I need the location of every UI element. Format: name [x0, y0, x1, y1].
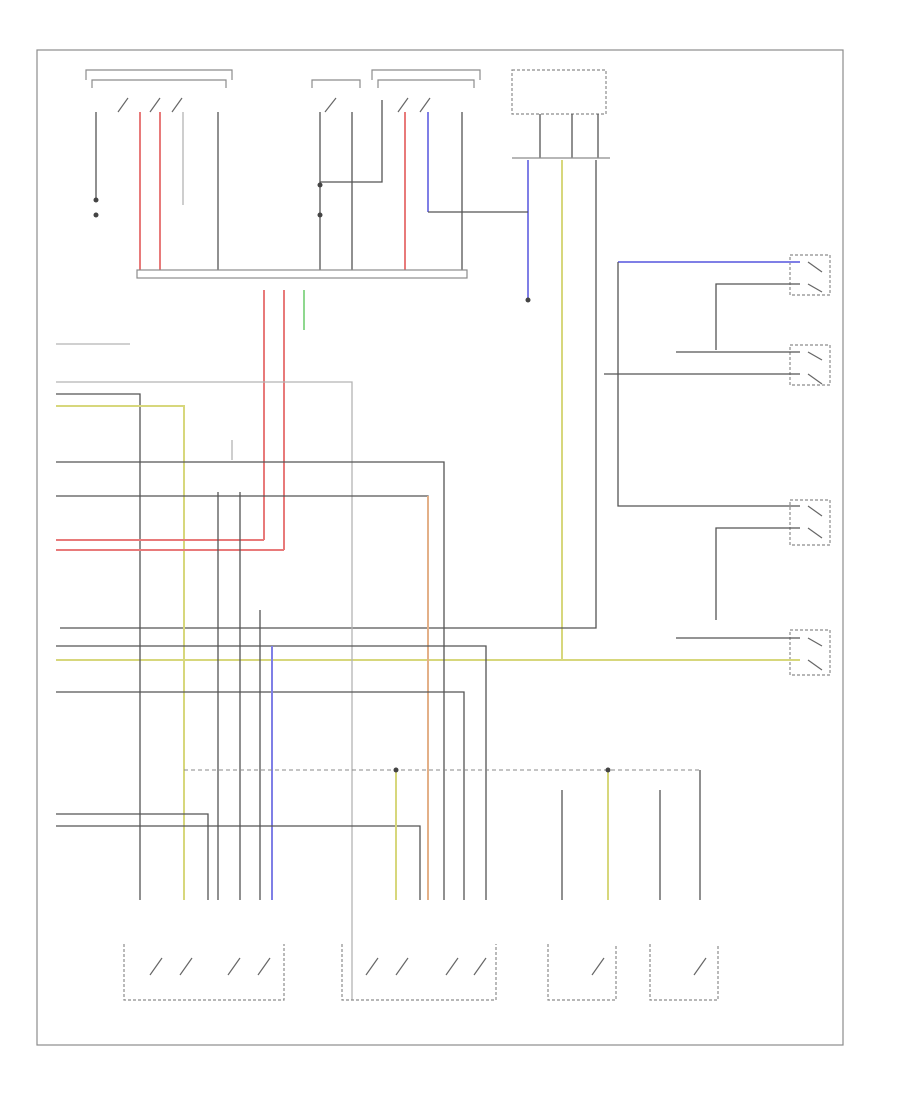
bottom-actuator-right-b: [649, 944, 719, 1001]
left-harness: [56, 343, 487, 1000]
top-left-switch-group: [85, 69, 233, 270]
ground-bus: [184, 767, 701, 900]
right-switch-second: [604, 344, 831, 386]
right-switch-upper: [617, 254, 831, 370]
top-connector-bus: [136, 269, 468, 279]
bottom-actuator-left: [123, 944, 285, 1001]
bottom-actuator-right-a: [547, 944, 617, 1001]
top-right-switch-group: [371, 69, 481, 270]
top-right-module: [60, 69, 610, 660]
bottom-actuator-middle: [341, 944, 497, 1001]
top-middle-switch: [311, 79, 383, 270]
diagram-frame: [36, 49, 844, 1046]
right-switch-lower: [56, 629, 831, 676]
right-switch-third: [617, 370, 831, 620]
